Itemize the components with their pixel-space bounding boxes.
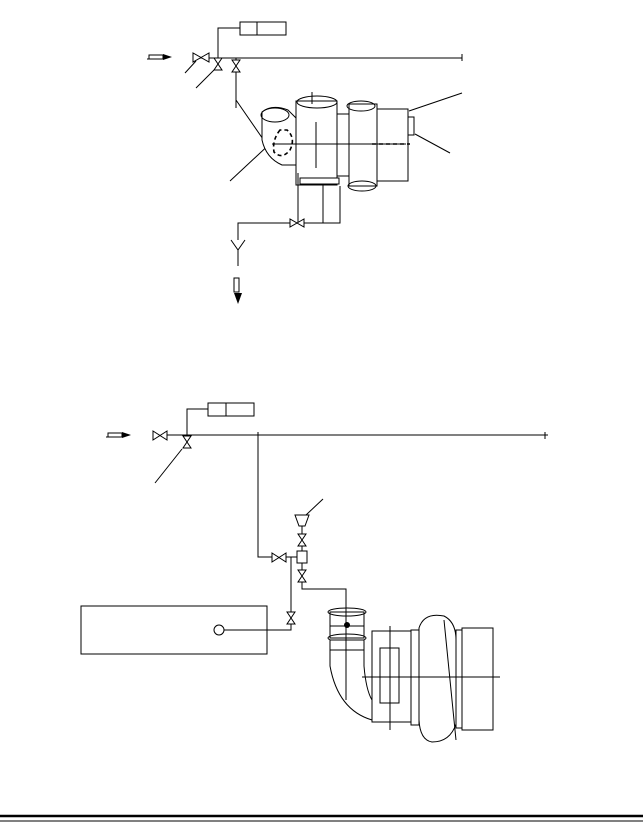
leader-line bbox=[154, 448, 183, 484]
gate-valve-icon bbox=[271, 552, 287, 563]
gate-valve-icon bbox=[289, 218, 305, 228]
funnel-icon bbox=[230, 239, 246, 266]
drain-arrow-icon bbox=[233, 277, 242, 304]
gate-valve-icon bbox=[297, 533, 307, 547]
footer-rule bbox=[0, 814, 643, 822]
bottom-diagram bbox=[80, 402, 548, 743]
leader-line bbox=[414, 133, 451, 154]
tee-block bbox=[296, 550, 308, 564]
gate-valve-icon bbox=[192, 52, 210, 63]
gate-valve-icon bbox=[213, 57, 223, 71]
oil-reservoir bbox=[80, 605, 268, 655]
leader-line bbox=[305, 498, 324, 516]
gate-valve-icon bbox=[297, 569, 307, 583]
flow-arrow-icon bbox=[106, 432, 131, 438]
gate-valve-icon bbox=[286, 611, 296, 625]
gate-valve-icon bbox=[231, 58, 241, 73]
top-diagram bbox=[147, 21, 463, 304]
leader-line bbox=[408, 92, 463, 112]
gate-valve-icon bbox=[182, 435, 192, 449]
bottom-accumulator bbox=[186, 402, 255, 435]
flow-arrow-icon bbox=[147, 54, 172, 60]
bottom-turbocharger bbox=[327, 607, 500, 743]
gauge-icon bbox=[294, 514, 310, 534]
leader-line bbox=[184, 60, 197, 74]
top-turbocharger bbox=[260, 92, 415, 192]
gate-valve-icon bbox=[152, 430, 168, 441]
leader-line bbox=[195, 69, 215, 89]
top-accumulator bbox=[217, 21, 287, 58]
